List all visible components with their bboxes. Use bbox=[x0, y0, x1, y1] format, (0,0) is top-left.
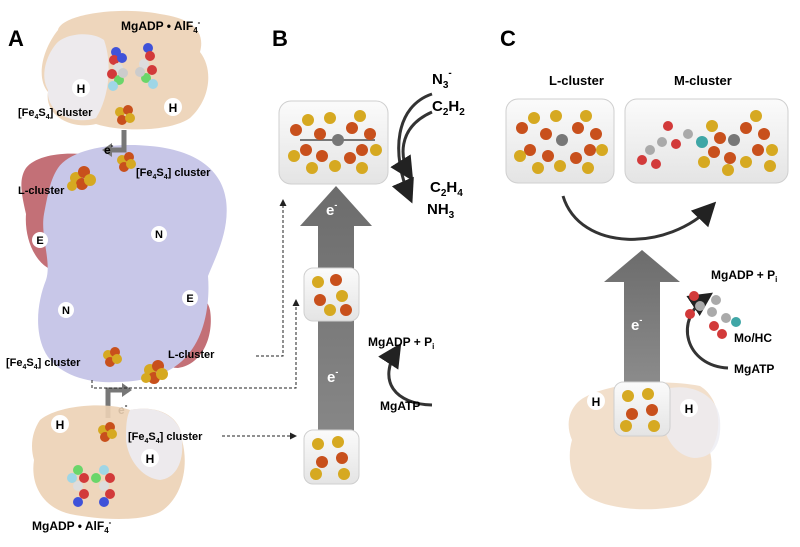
panel-c-products-label: MgADP + Pi bbox=[711, 268, 777, 284]
panel-b-l-cluster-box bbox=[278, 100, 389, 185]
dashed-arrow-l-cluster bbox=[256, 199, 287, 357]
top-nucleotide-spheres bbox=[107, 43, 158, 91]
panel-b-atp-label: MgATP bbox=[380, 399, 420, 413]
top-l-cluster bbox=[67, 166, 96, 191]
mofe-protein: E E N N bbox=[21, 144, 227, 383]
subunit-h-label: H bbox=[169, 101, 178, 115]
panel-b-products-label: MgADP + Pi bbox=[368, 335, 434, 351]
subunit-e-label: E bbox=[186, 293, 193, 305]
substrate-arrow-c2h2 bbox=[390, 110, 433, 182]
bottom-mid-fe4s4-cluster bbox=[103, 347, 122, 367]
bottom-nucleotide-label: MgADP • AlF4- bbox=[32, 518, 112, 535]
subunit-e-label: E bbox=[36, 235, 43, 247]
panel-c-electron-label: e- bbox=[631, 315, 642, 334]
panel-b-electron-label-top: e- bbox=[326, 200, 337, 219]
panel-c-mo-hc-label: Mo/HC bbox=[734, 331, 772, 345]
bottom-fe4s4-cluster bbox=[98, 422, 117, 442]
panel-b: B e- e- bbox=[272, 26, 465, 485]
mo-hc-molecule bbox=[685, 291, 741, 339]
product-c2h4: C2H4 bbox=[430, 179, 463, 199]
panel-c-atp-label: MgATP bbox=[734, 362, 774, 376]
subunit-h-circle bbox=[72, 79, 90, 97]
substrate-arrow-n3 bbox=[391, 92, 433, 204]
panel-c-l-cluster-box bbox=[505, 98, 615, 184]
top-nucleotide-label: MgADP • AlF4- bbox=[121, 18, 201, 35]
panel-b-mid-fe4s4-box bbox=[303, 267, 360, 322]
panel-c-label: C bbox=[500, 26, 516, 51]
subunit-h-label: H bbox=[77, 82, 86, 96]
panel-c: C L-cluster M-cluster bbox=[500, 26, 789, 510]
substrate-n3: N3- bbox=[432, 68, 452, 91]
electron-arrow-bottom-head bbox=[122, 383, 132, 397]
bottom-l-cluster-label: L-cluster bbox=[168, 349, 215, 361]
panel-c-m-cluster-box bbox=[624, 98, 789, 184]
bottom-fe-protein: H H bbox=[32, 405, 185, 519]
bottom-mid-fe4s4-label: [Fe4S4] cluster bbox=[6, 357, 81, 371]
panel-a-label: A bbox=[8, 26, 24, 51]
panel-c-electron-arrow bbox=[604, 250, 680, 386]
panel-b-label: B bbox=[272, 26, 288, 51]
panel-c-subunit-h-label: H bbox=[592, 395, 601, 409]
top-l-cluster-label: L-cluster bbox=[18, 185, 65, 197]
subunit-n-label: N bbox=[155, 229, 163, 241]
panel-b-electron-label-mid: e- bbox=[327, 367, 338, 386]
mid-fe4s4-label: [Fe4S4] cluster bbox=[136, 167, 211, 181]
panel-b-l-cluster-atoms bbox=[288, 110, 382, 174]
atp-hydrolysis-arrow bbox=[378, 342, 433, 407]
subunit-h-circle bbox=[164, 98, 182, 116]
electron-arrow-top bbox=[110, 130, 127, 153]
subunit-h-label: H bbox=[146, 452, 155, 466]
top-fe4s4-cluster bbox=[115, 105, 135, 125]
panel-c-l-cluster-label: L-cluster bbox=[549, 73, 604, 88]
mid-fe4s4-cluster bbox=[117, 152, 136, 172]
bottom-fe4s4-label: [Fe4S4] cluster bbox=[128, 431, 203, 445]
l-to-m-conversion-arrow bbox=[561, 195, 717, 241]
bottom-nucleotide-spheres bbox=[67, 465, 115, 507]
product-nh3: NH3 bbox=[427, 201, 455, 221]
panel-c-subunit-h-label: H bbox=[685, 402, 694, 416]
panel-c-fe4s4-box bbox=[613, 381, 671, 437]
panel-a: A H H MgADP • AlF4- [Fe4S4] cluster bbox=[6, 10, 300, 535]
panel-b-bottom-fe4s4-box bbox=[303, 429, 360, 485]
subunit-n-label: N bbox=[62, 305, 70, 317]
panel-b-electron-arrow bbox=[300, 186, 372, 482]
panel-c-fe-protein: H H bbox=[568, 382, 721, 510]
bottom-l-cluster bbox=[141, 360, 168, 384]
electron-arrow-top-head bbox=[102, 143, 112, 157]
subunit-h-label: H bbox=[56, 418, 65, 432]
electron-label-top: e- bbox=[104, 141, 114, 157]
top-fe4s4-label: [Fe4S4] cluster bbox=[18, 107, 93, 121]
panel-c-m-cluster-label: M-cluster bbox=[674, 73, 732, 88]
substrate-c2h2: C2H2 bbox=[432, 98, 465, 118]
dashed-arrow-mid-fe4s4 bbox=[91, 299, 300, 389]
